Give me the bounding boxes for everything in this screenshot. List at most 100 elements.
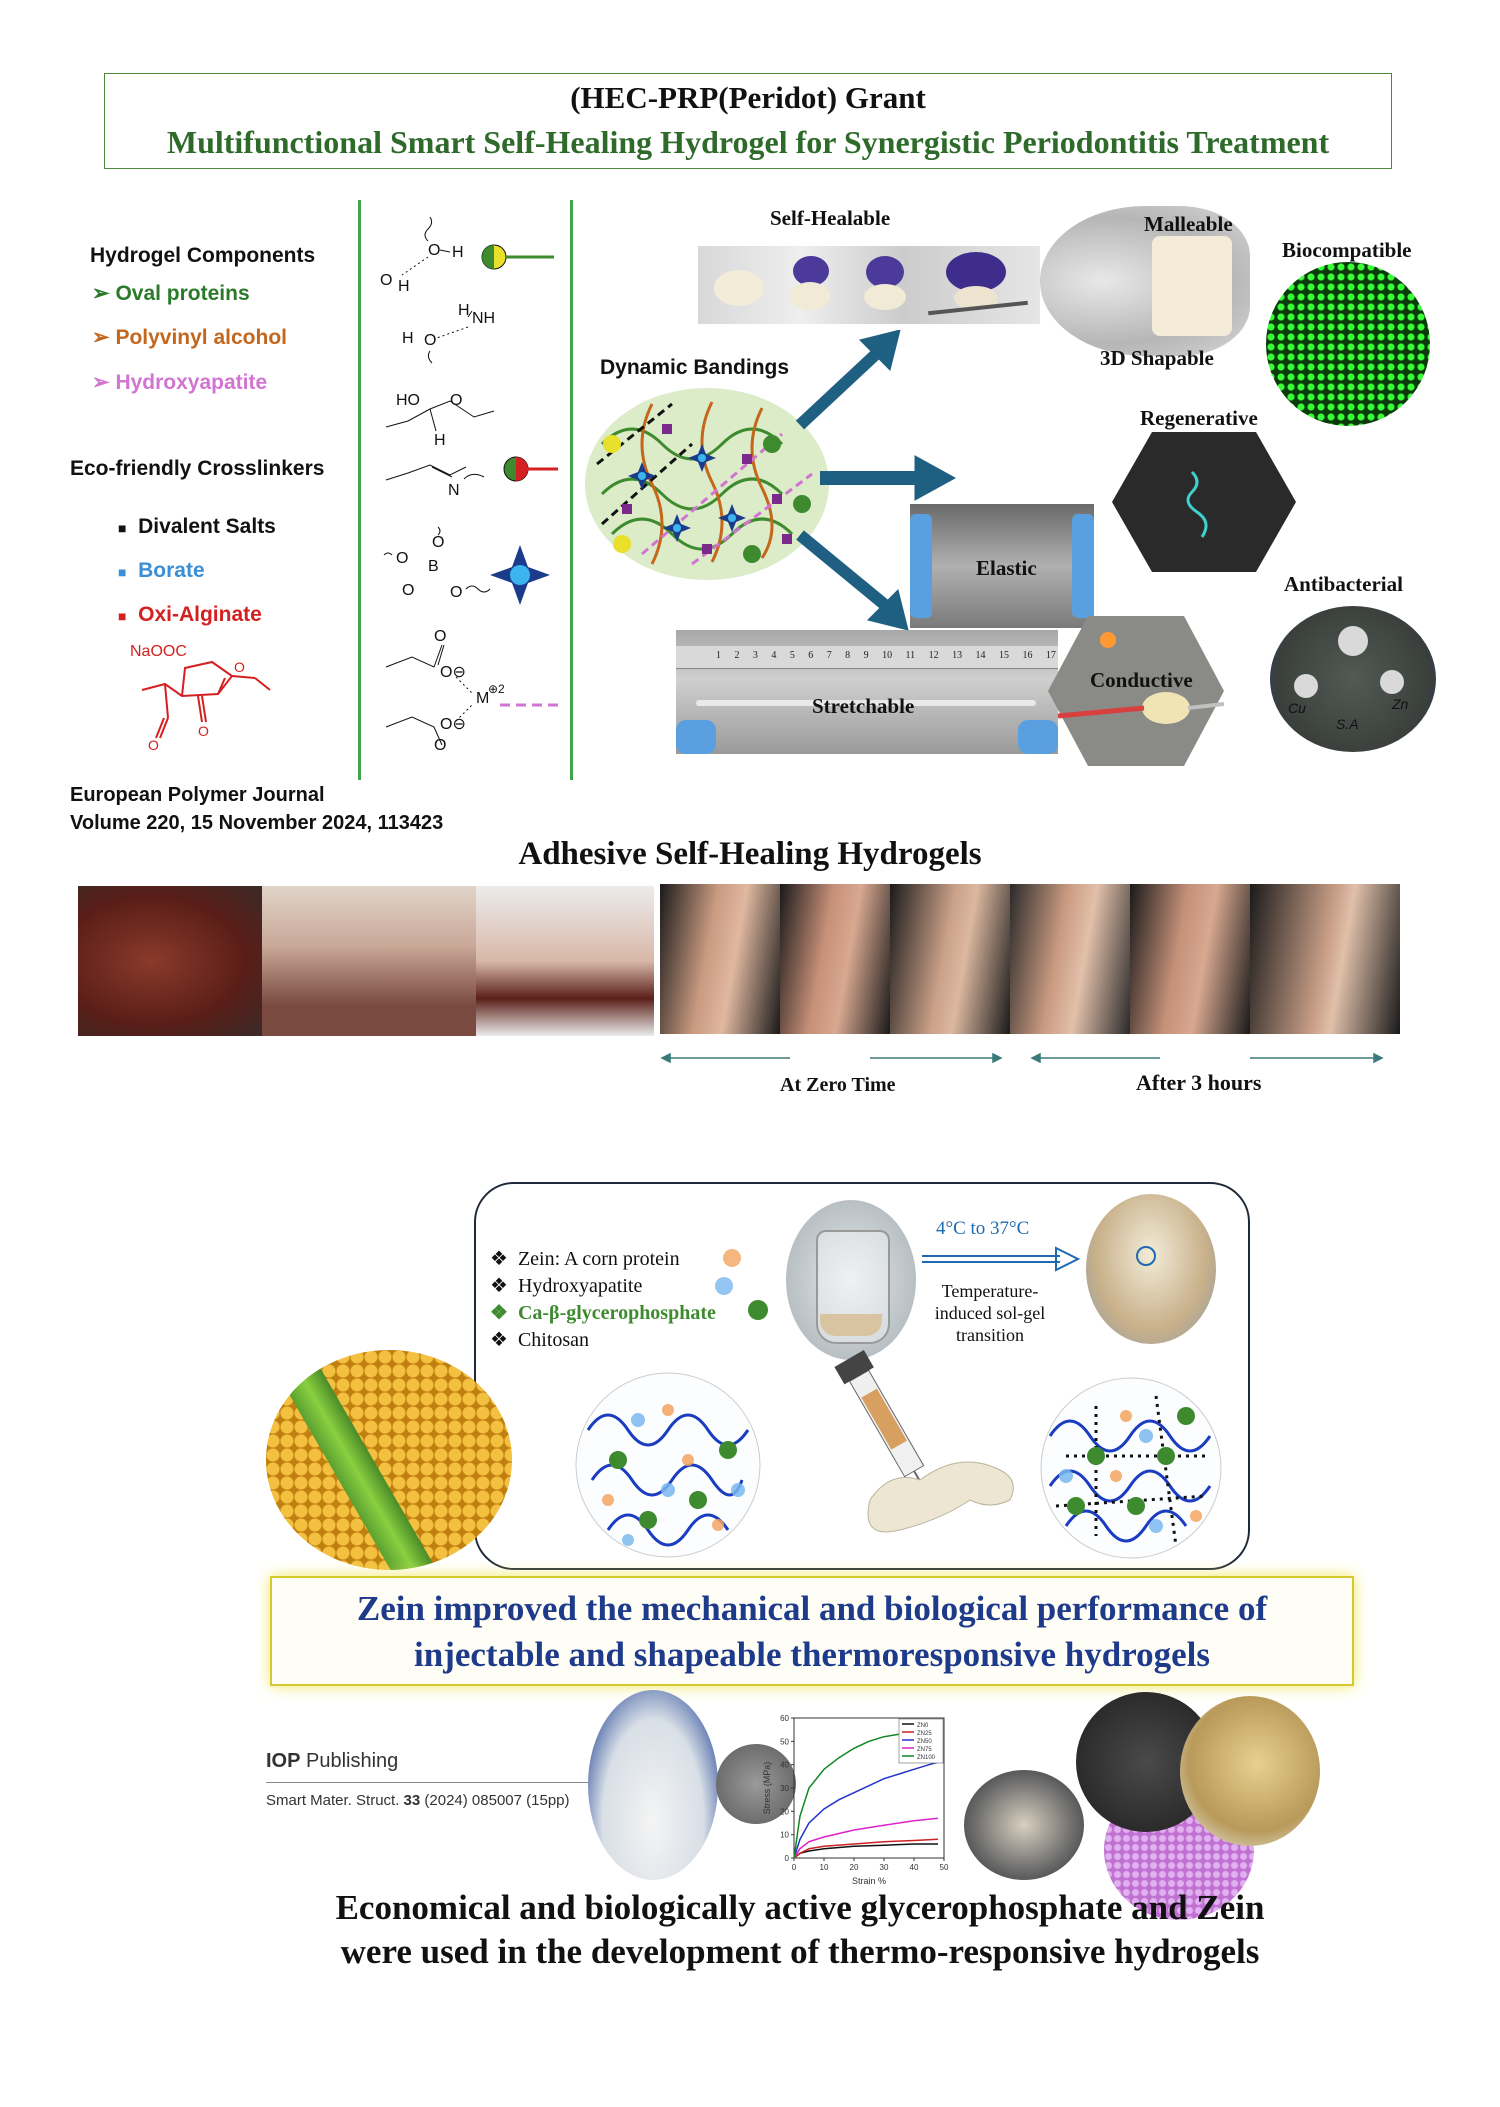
series-line-zn0 bbox=[793, 1843, 938, 1859]
oxygen-label: O bbox=[148, 737, 159, 753]
naooc-label: NaOOC bbox=[130, 643, 187, 660]
zein-highlight-text: Zein improved the mechanical and biologi… bbox=[356, 1589, 1268, 1674]
divider bbox=[358, 200, 361, 780]
zein-ingredient-list: ❖ Zein: A corn protein ❖ Hydroxyapatite … bbox=[490, 1246, 716, 1354]
oxygen-label: O bbox=[198, 723, 209, 739]
y-tick-label: 40 bbox=[780, 1761, 789, 1770]
hydrogen-label: H bbox=[458, 302, 470, 319]
conductive-label: Conductive bbox=[1090, 668, 1193, 692]
temperature-label: 4°C to 37°C bbox=[936, 1218, 1030, 1239]
adhesive-title: Adhesive Self-Healing Hydrogels bbox=[518, 836, 982, 872]
iop-logo-rest: Publishing bbox=[306, 1750, 399, 1772]
gel-photo bbox=[1086, 1194, 1216, 1344]
component-oval-proteins: ➢ Oval proteins bbox=[92, 282, 250, 305]
hydrogen-label: H bbox=[402, 330, 414, 347]
sem-photo-small bbox=[716, 1744, 796, 1824]
crosslinkers-heading: Eco-friendly Crosslinkers bbox=[70, 457, 325, 480]
ingredient-markers bbox=[715, 1249, 768, 1320]
antibacterial-label: Antibacterial bbox=[1284, 572, 1403, 596]
oxygen-label: O bbox=[402, 582, 414, 599]
oxygen-label: O bbox=[434, 628, 446, 645]
journal-volume: Volume 220, 15 November 2024, 113423 bbox=[70, 812, 444, 834]
boron-label: B bbox=[428, 558, 439, 575]
oxygen-label: O bbox=[396, 550, 408, 567]
crosslinker-borate: ■ Borate bbox=[118, 559, 205, 582]
biocompatible-photo bbox=[1266, 262, 1430, 426]
ingredient-ca-glycerophosphate: ❖ Ca-β-glycerophosphate bbox=[490, 1302, 716, 1324]
adhesive-finger-photo-6 bbox=[1250, 884, 1400, 1034]
gel-network-diagram bbox=[1040, 1377, 1222, 1559]
antibacterial-dish-photo: Cu S.A Zn bbox=[1270, 606, 1436, 752]
oxygen-label: O bbox=[428, 242, 440, 259]
series-line-zn25 bbox=[793, 1838, 939, 1859]
metal-charge-label: ⊕2 bbox=[488, 682, 505, 696]
adhesive-finger-photo-3 bbox=[890, 884, 1010, 1034]
ho-label: HO bbox=[396, 392, 420, 409]
adhesive-finger-photo-1 bbox=[660, 884, 780, 1034]
x-tick-label: 40 bbox=[910, 1863, 919, 1872]
iop-logo-bold: IOP bbox=[266, 1750, 301, 1772]
nh-label: NH bbox=[472, 310, 495, 327]
at-zero-time-label: At Zero Time bbox=[780, 1074, 896, 1096]
zein-highlight-box bbox=[270, 1576, 1354, 1686]
ingredient-zein: ❖ Zein: A corn protein bbox=[490, 1248, 680, 1270]
oxygen-label: O bbox=[380, 272, 392, 289]
malleable-label: Malleable bbox=[1144, 212, 1233, 236]
stretchable-photo bbox=[676, 630, 1058, 754]
x-tick-label: 50 bbox=[940, 1863, 949, 1872]
3d-shapable-label: 3D Shapable bbox=[1100, 346, 1214, 370]
divider bbox=[570, 200, 573, 780]
legend-label: ZN50 bbox=[917, 1739, 932, 1745]
y-tick-label: 60 bbox=[780, 1714, 789, 1723]
component-hydroxyapatite: ➢ Hydroxyapatite bbox=[92, 371, 268, 394]
x-tick-label: 30 bbox=[880, 1863, 889, 1872]
y-axis-label: Stress (MPa) bbox=[762, 1762, 772, 1815]
adhesive-finger-photo-2 bbox=[780, 884, 890, 1034]
crosslinker-divalent: ■ Divalent Salts bbox=[118, 515, 276, 538]
legend-label: ZN75 bbox=[917, 1747, 932, 1753]
iop-citation: Smart Mater. Struct. 33 (2024) 085007 (1… bbox=[266, 1792, 570, 1809]
o-minus-label: O⊖ bbox=[440, 716, 466, 733]
journal-name: European Polymer Journal bbox=[70, 784, 325, 806]
oxygen-label: O bbox=[450, 392, 462, 409]
ingredient-hydroxyapatite: ❖ Hydroxyapatite bbox=[490, 1275, 643, 1297]
injection-photo bbox=[588, 1690, 718, 1880]
bond-types-column: O H O H H NH H O HO O H N O O B bbox=[380, 216, 564, 750]
sol-jar-photo bbox=[786, 1200, 916, 1360]
y-tick-label: 0 bbox=[785, 1854, 790, 1863]
legend-label: ZN0 bbox=[917, 1723, 929, 1729]
oxygen-label: O bbox=[432, 534, 444, 551]
oxygen-label: O bbox=[434, 737, 446, 750]
hydrogen-label: H bbox=[398, 278, 410, 295]
dish-label-zn: Zn bbox=[1392, 696, 1409, 712]
elastic-photo bbox=[910, 504, 1094, 628]
time-arrows bbox=[660, 1052, 1384, 1064]
elastic-label: Elastic bbox=[976, 556, 1037, 580]
sol-network-diagram bbox=[575, 1372, 761, 1558]
stretchable-label: Stretchable bbox=[812, 694, 915, 718]
self-healable-label: Self-Healable bbox=[770, 206, 891, 230]
y-tick-label: 30 bbox=[780, 1784, 789, 1793]
x-tick-label: 0 bbox=[792, 1863, 797, 1872]
ingredient-chitosan: ❖ Chitosan bbox=[490, 1329, 590, 1351]
components-heading: Hydrogel Components bbox=[90, 244, 316, 267]
dynamic-bandings-label: Dynamic Bandings bbox=[600, 356, 790, 379]
series-line-zn50 bbox=[793, 1761, 939, 1859]
hydrogel-network-diagram bbox=[585, 388, 829, 580]
conductive-photo bbox=[1048, 616, 1224, 766]
iop-publishing-logo: IOP Publishing bbox=[266, 1750, 398, 1773]
o-minus-label: O⊖ bbox=[440, 664, 466, 681]
header-box bbox=[104, 73, 1392, 169]
nitrogen-label: N bbox=[448, 482, 460, 499]
iop-rule bbox=[266, 1782, 596, 1783]
dish-label-sa: S.A bbox=[1336, 716, 1359, 732]
adhesive-tissue-photo-3 bbox=[476, 886, 654, 1036]
dish-label-cu: Cu bbox=[1288, 700, 1306, 716]
oxygen-label: O bbox=[424, 332, 436, 349]
adhesive-finger-photo-5 bbox=[1130, 884, 1250, 1034]
conclusion-text: Economical and biologically active glyce… bbox=[335, 1888, 1265, 1971]
self-healing-photo bbox=[698, 246, 1040, 324]
adhesive-tissue-photo-2 bbox=[262, 886, 476, 1036]
hydrogen-label: H bbox=[452, 244, 464, 261]
